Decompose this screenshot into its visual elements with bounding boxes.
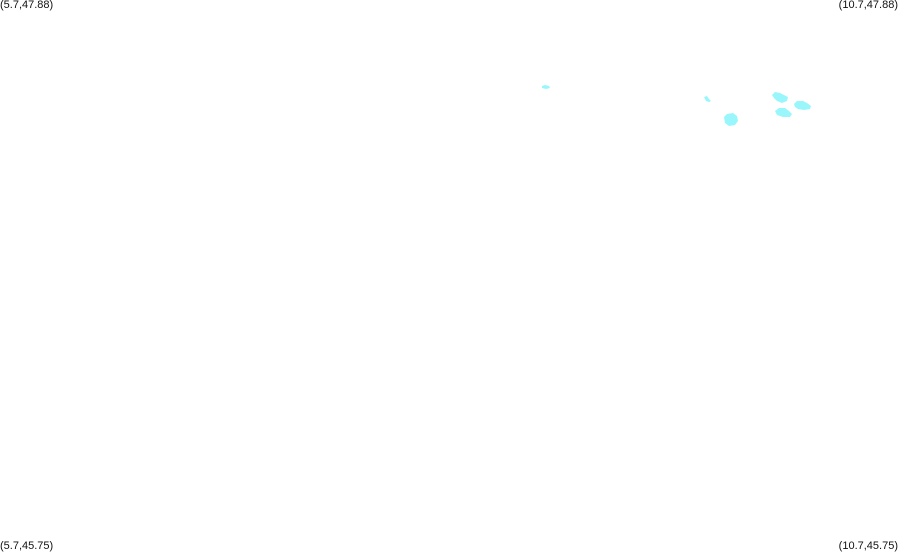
- corner-coordinate-bottom-left: (5.7,45.75): [0, 540, 54, 552]
- lake-feature-small-west: [542, 85, 550, 89]
- lake-feature-north-east-3: [794, 101, 811, 110]
- corner-coordinate-bottom-right: (10.7,45.75): [838, 540, 898, 552]
- lake-feature-north-east-2: [775, 108, 792, 117]
- lake-features: [542, 85, 811, 126]
- corner-coordinate-top-left: (5.7,47.88): [0, 0, 54, 11]
- lake-feature-small-center: [704, 96, 711, 102]
- lake-feature-center-east: [724, 113, 738, 126]
- corner-coordinate-top-right: (10.7,47.88): [838, 0, 898, 11]
- lake-feature-north-east-1: [772, 92, 788, 103]
